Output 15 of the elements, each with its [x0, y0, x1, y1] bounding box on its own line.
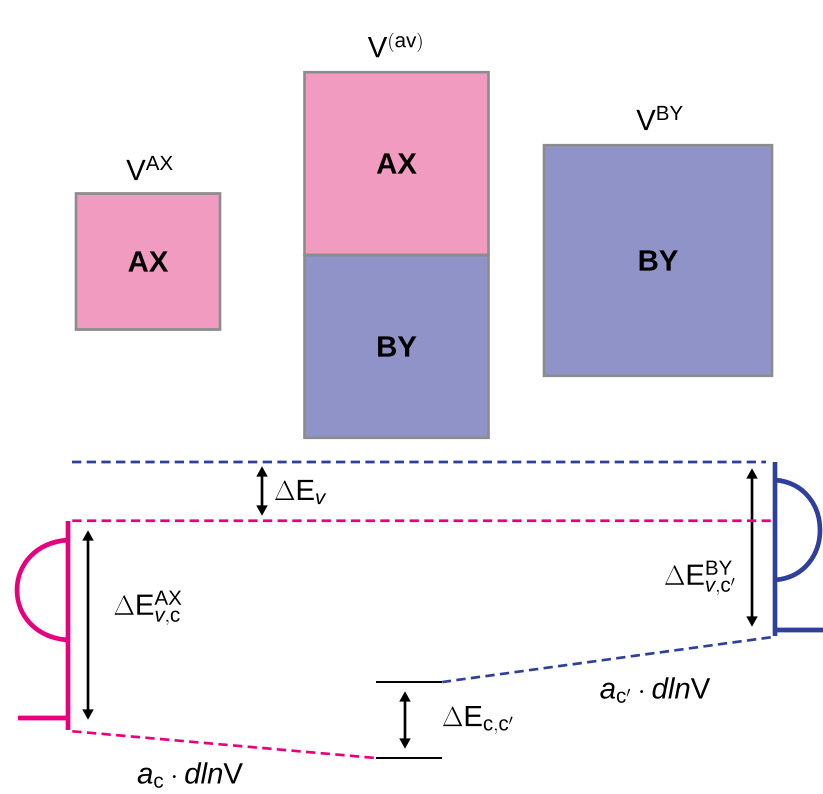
energy-label: $\mathit{a}_{\mathsf{c'}}\cdot\mathit{dln}\mathsf{V}$: [600, 677, 710, 703]
dashed-connector: [72, 519, 771, 522]
colored-box: AX: [303, 70, 490, 256]
energy-label: $\Delta\mathsf{E}_{\mathsf{c},\mathsf{c'}}$: [443, 706, 512, 734]
colored-box: BY: [303, 254, 490, 440]
colored-box: BY: [542, 144, 774, 378]
density-of-states-drawing: [772, 460, 823, 638]
volume-label: $\mathsf{V}^{\mathsf{AX}}$: [126, 156, 173, 180]
colored-box: AX: [74, 192, 222, 331]
energy-label: $\mathit{a}_{\mathsf{c}}\cdot\mathit{dln}\mathsf{V}$: [138, 762, 243, 788]
dashed-connector: [72, 730, 376, 760]
dashed-connector: [442, 636, 771, 684]
volume-label: $\mathsf{V}^{\mathsf{BY}}$: [636, 106, 683, 130]
volume-label: $\mathsf{V}^{\mathsf{(av)}}$: [368, 32, 422, 58]
density-of-states-drawing: [14, 518, 70, 732]
